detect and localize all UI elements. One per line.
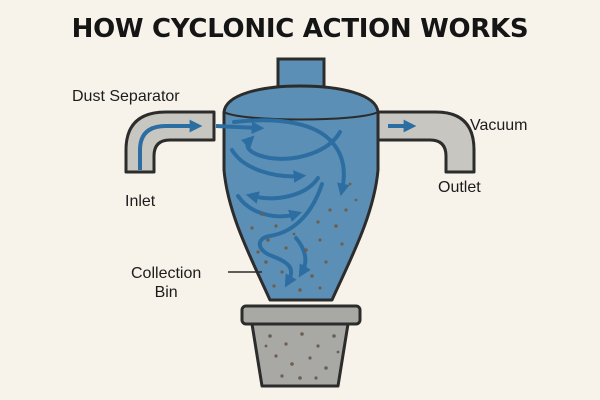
label-vacuum: Vacuum (470, 117, 528, 134)
label-collection-bin: Collection Bin (131, 264, 201, 302)
dust-particles (250, 182, 358, 292)
cyclone-top-rim (223, 111, 379, 121)
inlet-connection-arrow (215, 121, 265, 135)
collection-bin (250, 322, 350, 388)
diagram-title: HOW CYCLONIC ACTION WORKS (71, 14, 529, 44)
inlet-flow-arrow (138, 119, 203, 170)
collected-dust (264, 332, 340, 380)
label-dust-separator: Dust Separator (72, 88, 180, 105)
label-inlet: Inlet (125, 193, 156, 210)
outlet-pipe (370, 110, 476, 174)
cyclonic-airflow (230, 118, 350, 288)
bin-lid (240, 304, 362, 326)
label-collection-line2: Bin (154, 284, 178, 301)
label-outlet: Outlet (438, 179, 481, 196)
label-collection-line1: Collection (131, 265, 202, 282)
